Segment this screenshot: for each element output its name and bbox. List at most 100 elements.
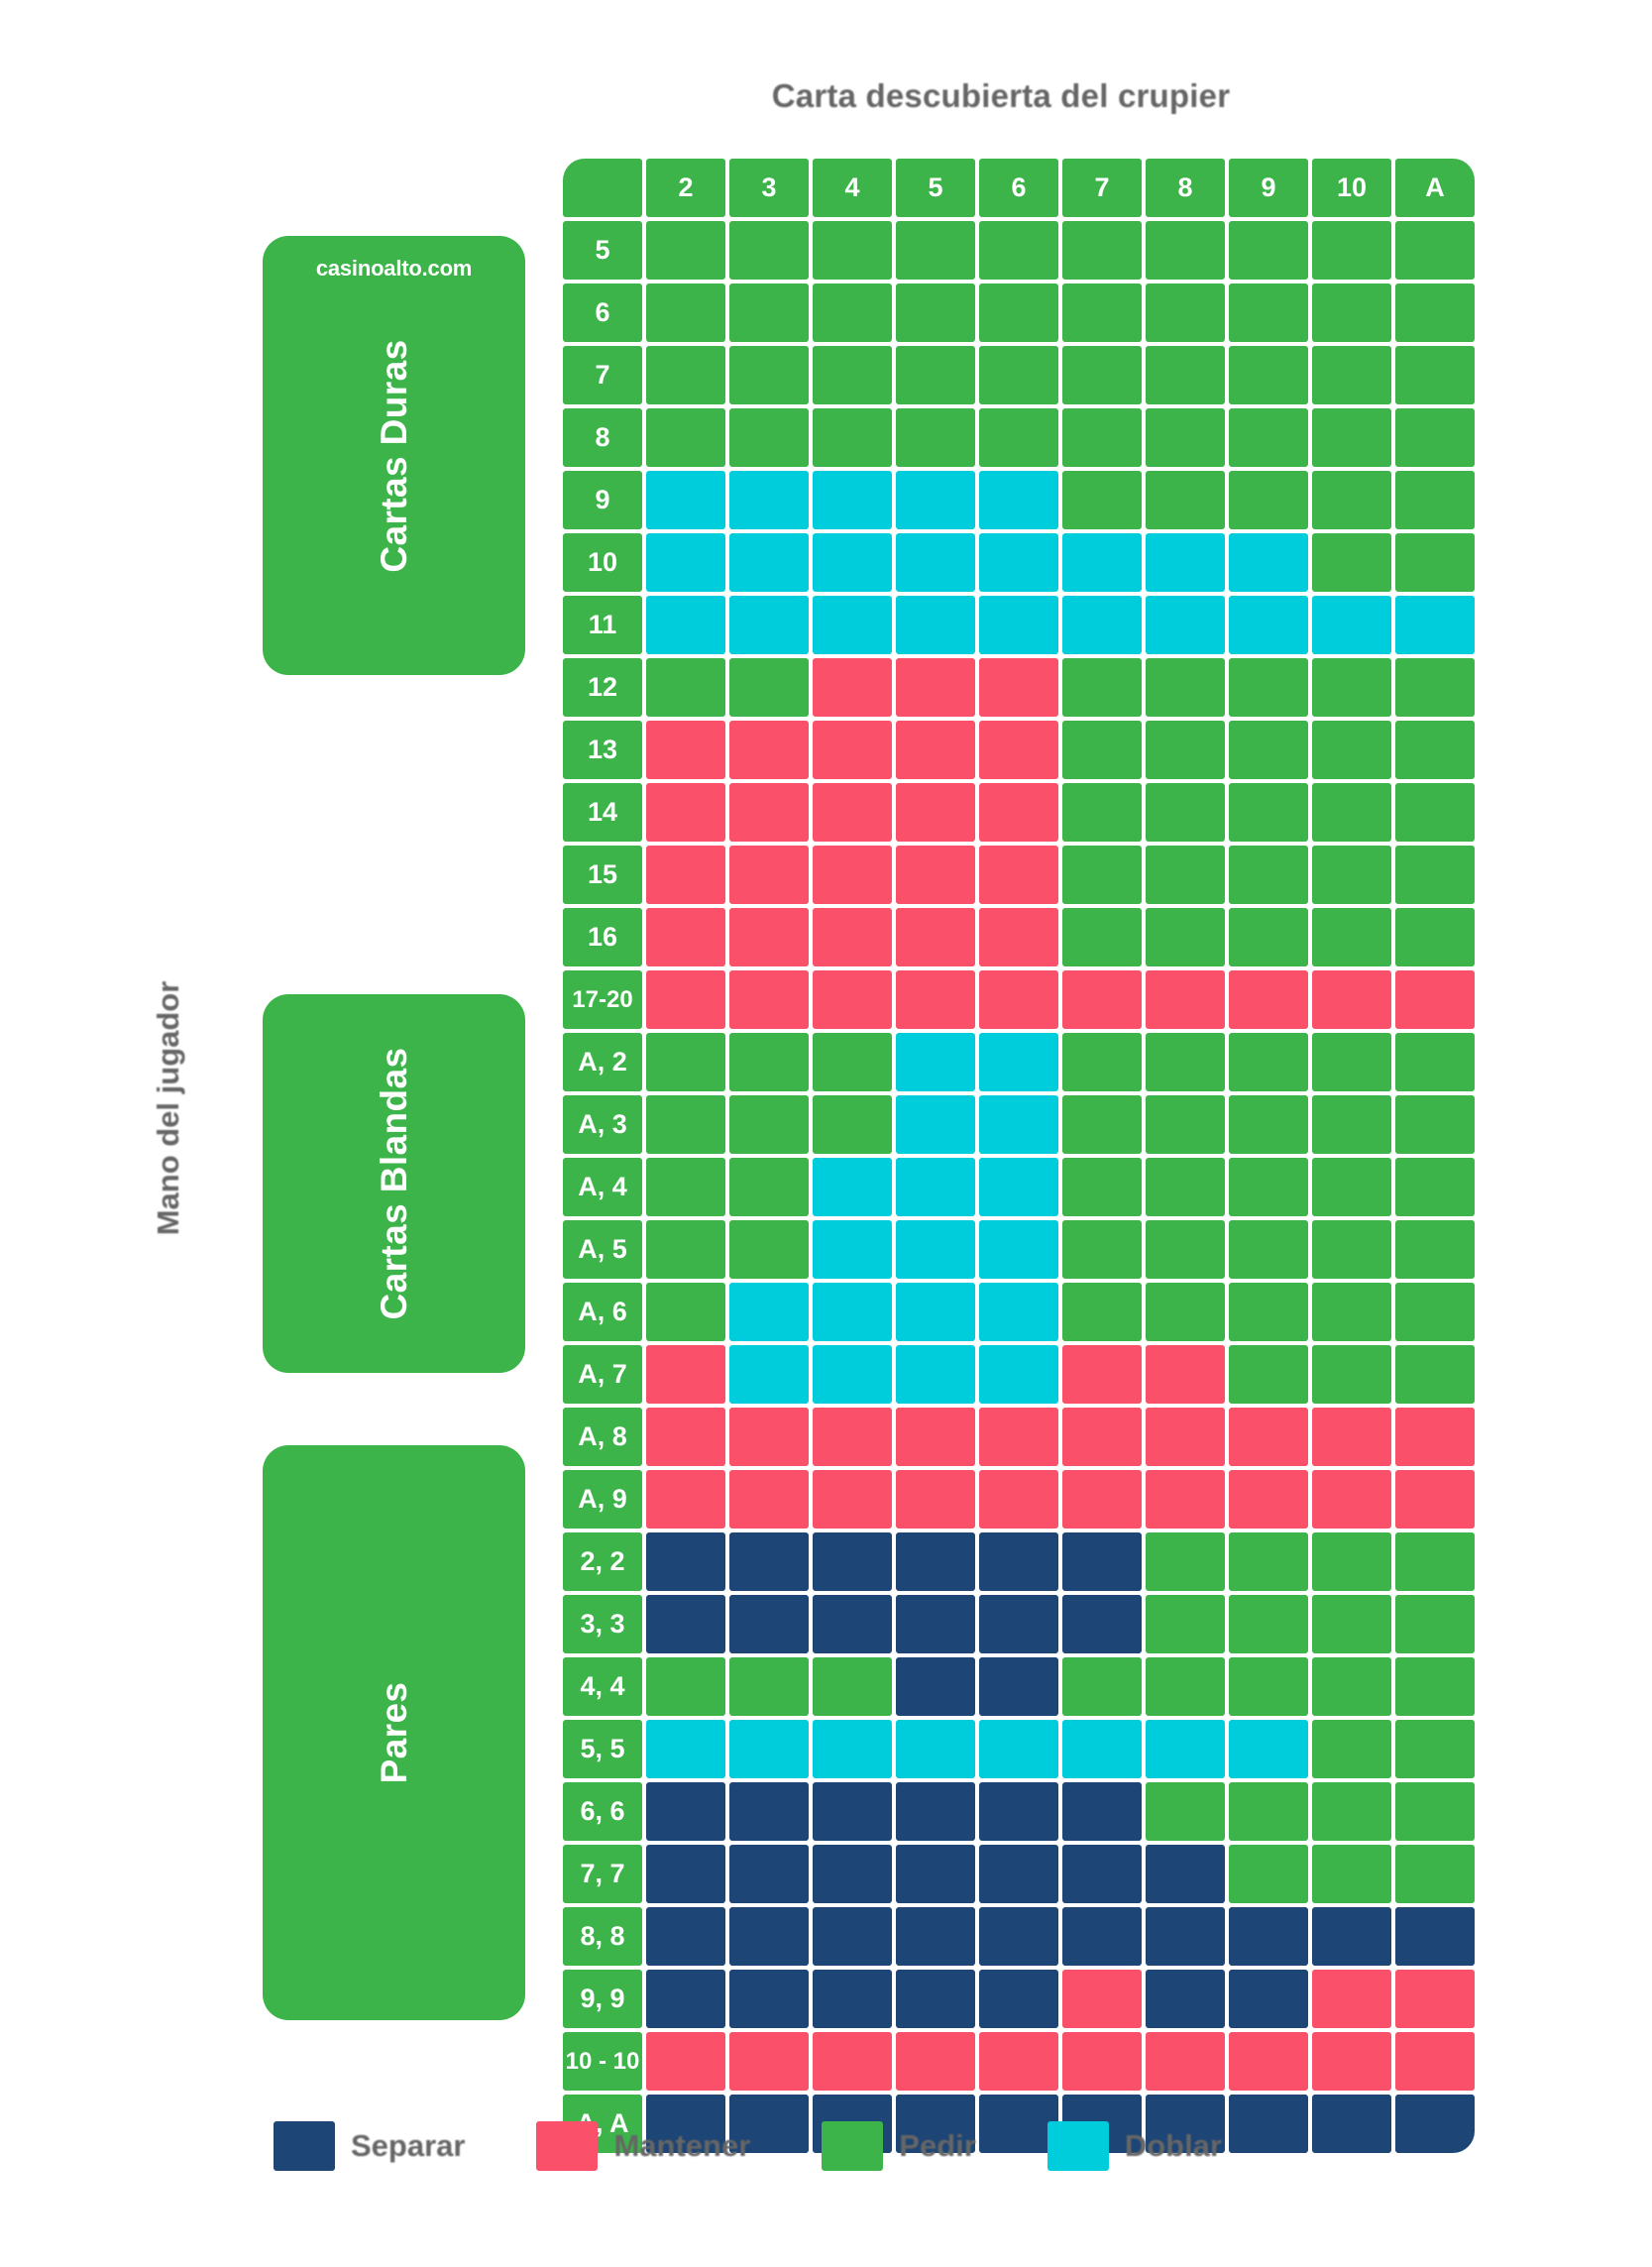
cell-9-9-vs-2 (646, 1970, 725, 2028)
cell-A-7-vs-8 (1146, 1345, 1225, 1404)
cell-A-7-vs-6 (979, 1345, 1058, 1404)
legend: Separar Mantener Pedir Doblar (274, 2121, 1293, 2171)
cell-A-8-vs-A (1395, 1408, 1475, 1466)
cell-15-vs-A (1395, 846, 1475, 904)
cell-4-4-vs-A (1395, 1657, 1475, 1716)
cell-5-vs-7 (1062, 221, 1142, 280)
cell-13-vs-4 (813, 721, 892, 779)
legend-item-split: Separar (274, 2121, 536, 2171)
cell-A-8-vs-4 (813, 1408, 892, 1466)
row-header-10---10: 10 - 10 (563, 2032, 642, 2091)
cell-5-5-vs-10 (1312, 1720, 1391, 1778)
cell-10-vs-4 (813, 533, 892, 592)
legend-label-stand: Mantener (613, 2128, 751, 2163)
cell-A-3-vs-A (1395, 1095, 1475, 1154)
cell-A-6-vs-6 (979, 1283, 1058, 1341)
cell-12-vs-10 (1312, 658, 1391, 717)
cell-A-4-vs-5 (896, 1158, 975, 1216)
cell-9-9-vs-8 (1146, 1970, 1225, 2028)
cell-11-vs-6 (979, 596, 1058, 654)
cell-A-4-vs-10 (1312, 1158, 1391, 1216)
cell-8-8-vs-2 (646, 1907, 725, 1966)
cell-A-6-vs-10 (1312, 1283, 1391, 1341)
cell-16-vs-5 (896, 908, 975, 966)
cell-A-5-vs-A (1395, 1220, 1475, 1279)
cell-15-vs-7 (1062, 846, 1142, 904)
cell-5-vs-8 (1146, 221, 1225, 280)
cell-4-4-vs-5 (896, 1657, 975, 1716)
cell-10-vs-A (1395, 533, 1475, 592)
cell-A-5-vs-10 (1312, 1220, 1391, 1279)
cell-A-7-vs-5 (896, 1345, 975, 1404)
cell-10---10-vs-4 (813, 2032, 892, 2091)
cell-4-4-vs-6 (979, 1657, 1058, 1716)
cell-9-vs-A (1395, 471, 1475, 529)
cell-5-5-vs-5 (896, 1720, 975, 1778)
cell-10---10-vs-A (1395, 2032, 1475, 2091)
row-header-12: 12 (563, 658, 642, 717)
cell-2-2-vs-2 (646, 1532, 725, 1591)
row-header-2-2: 2, 2 (563, 1532, 642, 1591)
legend-label-hit: Pedir (899, 2128, 976, 2163)
category-label-hard: Cartas Duras (373, 338, 414, 573)
cell-12-vs-2 (646, 658, 725, 717)
cell-9-9-vs-5 (896, 1970, 975, 2028)
cell-13-vs-6 (979, 721, 1058, 779)
cell-A-A-vs-8 (1146, 2095, 1225, 2153)
row-header-5: 5 (563, 221, 642, 280)
cell-5-5-vs-A (1395, 1720, 1475, 1778)
grid-corner (563, 159, 642, 217)
cell-9-9-vs-3 (729, 1970, 809, 2028)
cell-14-vs-8 (1146, 783, 1225, 842)
row-header-6: 6 (563, 283, 642, 342)
cell-5-5-vs-2 (646, 1720, 725, 1778)
cell-8-vs-10 (1312, 408, 1391, 467)
cell-8-8-vs-6 (979, 1907, 1058, 1966)
cell-A-4-vs-4 (813, 1158, 892, 1216)
cell-5-5-vs-3 (729, 1720, 809, 1778)
cell-A-8-vs-6 (979, 1408, 1058, 1466)
cell-4-4-vs-3 (729, 1657, 809, 1716)
cell-6-vs-10 (1312, 283, 1391, 342)
column-header-4: 4 (813, 159, 892, 217)
cell-13-vs-9 (1229, 721, 1308, 779)
cell-7-7-vs-9 (1229, 1845, 1308, 1903)
cell-14-vs-A (1395, 783, 1475, 842)
cell-15-vs-6 (979, 846, 1058, 904)
cell-6-vs-4 (813, 283, 892, 342)
column-header-6: 6 (979, 159, 1058, 217)
cell-13-vs-8 (1146, 721, 1225, 779)
row-header-7: 7 (563, 346, 642, 404)
category-panel-soft: Cartas Blandas (263, 994, 525, 1373)
row-header-9: 9 (563, 471, 642, 529)
cell-4-4-vs-10 (1312, 1657, 1391, 1716)
cell-15-vs-3 (729, 846, 809, 904)
cell-A-4-vs-2 (646, 1158, 725, 1216)
cell-A-5-vs-5 (896, 1220, 975, 1279)
cell-6-6-vs-6 (979, 1782, 1058, 1841)
cell-2-2-vs-3 (729, 1532, 809, 1591)
cell-A-7-vs-2 (646, 1345, 725, 1404)
cell-11-vs-3 (729, 596, 809, 654)
cell-8-8-vs-8 (1146, 1907, 1225, 1966)
cell-15-vs-2 (646, 846, 725, 904)
cell-A-5-vs-2 (646, 1220, 725, 1279)
cell-13-vs-3 (729, 721, 809, 779)
cell-13-vs-5 (896, 721, 975, 779)
cell-10-vs-7 (1062, 533, 1142, 592)
cell-A-8-vs-2 (646, 1408, 725, 1466)
cell-5-5-vs-8 (1146, 1720, 1225, 1778)
cell-6-6-vs-5 (896, 1782, 975, 1841)
cell-8-vs-9 (1229, 408, 1308, 467)
cell-8-vs-2 (646, 408, 725, 467)
cell-7-vs-8 (1146, 346, 1225, 404)
cell-A-2-vs-8 (1146, 1033, 1225, 1091)
legend-label-double: Doblar (1124, 2128, 1222, 2163)
cell-2-2-vs-5 (896, 1532, 975, 1591)
cell-A-2-vs-4 (813, 1033, 892, 1091)
cell-6-vs-3 (729, 283, 809, 342)
cell-A-3-vs-10 (1312, 1095, 1391, 1154)
cell-5-vs-2 (646, 221, 725, 280)
cell-A-A-vs-3 (729, 2095, 809, 2153)
